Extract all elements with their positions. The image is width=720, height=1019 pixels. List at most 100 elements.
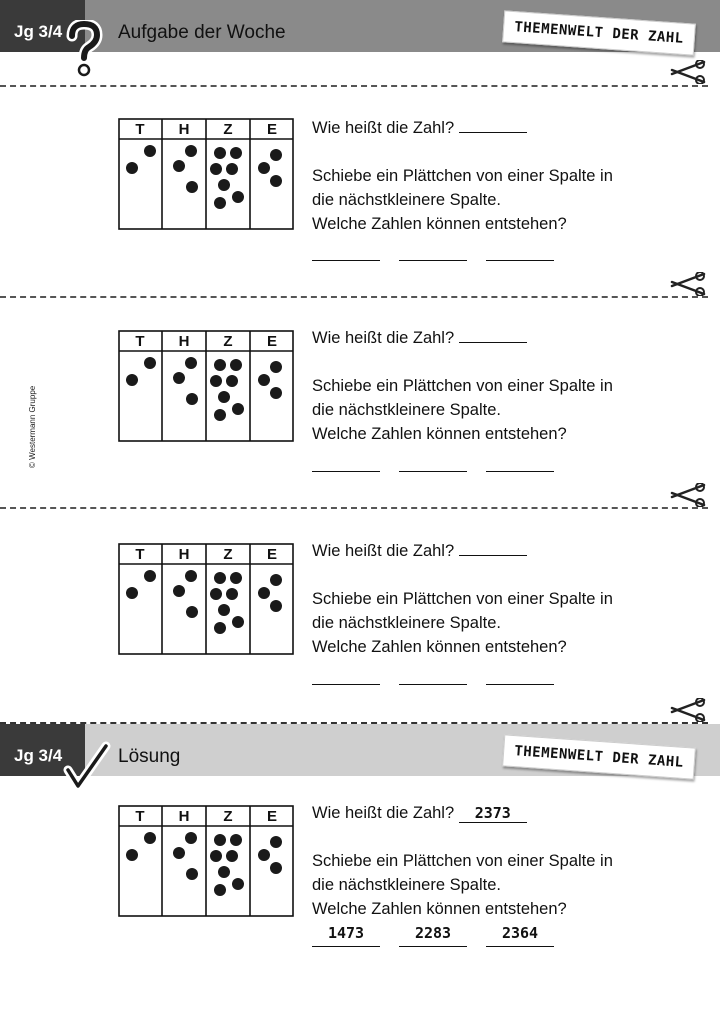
column-header: Z [223, 808, 232, 825]
counter-dot [258, 849, 270, 861]
column-header: H [179, 808, 190, 825]
result-blank[interactable] [312, 236, 380, 261]
counter-dot [270, 361, 282, 373]
counter-dot [232, 616, 244, 628]
counter-dot [214, 409, 226, 421]
question-mark-icon [66, 20, 103, 77]
counter-dot [226, 163, 238, 175]
answer-blank[interactable] [458, 328, 527, 343]
instruction-line: Schiebe ein Plättchen von einer Spalte i… [312, 167, 613, 185]
column-header: E [267, 121, 277, 138]
column-header: Z [223, 546, 232, 563]
instruction-line: die nächstkleinere Spalte. [312, 614, 501, 632]
counter-dot [144, 357, 156, 369]
counter-dot [186, 393, 198, 405]
result-blanks [312, 660, 572, 686]
counter-dot [270, 600, 282, 612]
result-blank[interactable] [486, 660, 554, 685]
instruction-line: Schiebe ein Plättchen von einer Spalte i… [312, 590, 613, 608]
column-header: T [135, 121, 144, 138]
solution-title: Lösung [118, 746, 181, 767]
scissors-icon [670, 698, 706, 722]
instruction-line: die nächstkleinere Spalte. [312, 876, 501, 894]
column-header: E [267, 333, 277, 350]
result-answer: 1473 [312, 922, 380, 947]
counter-dot [270, 574, 282, 586]
column-header: H [179, 333, 190, 350]
counter-dot [218, 391, 230, 403]
task-text: Wie heißt die Zahl? Schiebe ein Plättche… [312, 326, 613, 446]
cut-line [0, 296, 708, 298]
answer-blank[interactable] [458, 118, 527, 133]
counter-dot [232, 878, 244, 890]
counter-dot [258, 587, 270, 599]
counter-dot [126, 849, 138, 861]
result-blanks [312, 236, 572, 262]
column-header: T [135, 333, 144, 350]
counter-dot [144, 145, 156, 157]
instruction-line: Schiebe ein Plättchen von einer Spalte i… [312, 852, 613, 870]
grade-label: Jg 3/4 [14, 22, 63, 41]
counter-dot [214, 197, 226, 209]
counter-dot [258, 374, 270, 386]
instruction-line: Welche Zahlen können entstehen? [312, 638, 567, 656]
task-text: Wie heißt die Zahl? 2373 Schiebe ein Plä… [312, 801, 613, 921]
task-header: Jg 3/4 Aufgabe der Woche [0, 0, 720, 52]
copyright: © Westermann Gruppe [28, 385, 37, 468]
column-header: Z [223, 121, 232, 138]
result-blank[interactable] [399, 447, 467, 472]
column-header: T [135, 808, 144, 825]
counter-dot [214, 884, 226, 896]
column-header: E [267, 546, 277, 563]
scissors-icon [670, 60, 706, 84]
counter-dot [214, 147, 226, 159]
counter-dot [185, 570, 197, 582]
column-header: E [267, 808, 277, 825]
counter-dot [270, 149, 282, 161]
counter-dot [173, 585, 185, 597]
counter-dot [144, 832, 156, 844]
cut-line [0, 507, 708, 509]
scissors-icon [670, 483, 706, 507]
counter-dot [173, 847, 185, 859]
counter-dot [226, 588, 238, 600]
page-title: Aufgabe der Woche [118, 22, 286, 43]
answer-blank[interactable] [458, 541, 527, 556]
instruction-line: Welche Zahlen können entstehen? [312, 215, 567, 233]
counter-dot [186, 606, 198, 618]
question-label: Wie heißt die Zahl? [312, 329, 455, 347]
counter-dot [210, 375, 222, 387]
counter-dot [218, 604, 230, 616]
counter-dot [214, 572, 226, 584]
question-label: Wie heißt die Zahl? [312, 119, 455, 137]
task-text: Wie heißt die Zahl? Schiebe ein Plättche… [312, 116, 613, 236]
counter-dot [230, 147, 242, 159]
result-blank[interactable] [312, 447, 380, 472]
result-blank[interactable] [486, 447, 554, 472]
result-blank[interactable] [399, 236, 467, 261]
solution-answer: 2373 [458, 804, 527, 823]
result-blanks [312, 447, 572, 473]
counter-dot [226, 850, 238, 862]
check-mark-icon [63, 741, 111, 791]
counter-dot [173, 372, 185, 384]
counter-dot [144, 570, 156, 582]
counter-dot [258, 162, 270, 174]
counter-dot [214, 622, 226, 634]
counter-dot [210, 588, 222, 600]
result-blank[interactable] [312, 660, 380, 685]
counter-dot [214, 359, 226, 371]
column-header: H [179, 546, 190, 563]
question-label: Wie heißt die Zahl? [312, 804, 455, 822]
instruction-line: die nächstkleinere Spalte. [312, 191, 501, 209]
counter-dot [218, 179, 230, 191]
instruction-line: Welche Zahlen können entstehen? [312, 425, 567, 443]
column-header: H [179, 121, 190, 138]
counter-dot [214, 834, 226, 846]
result-blank[interactable] [399, 660, 467, 685]
cut-line [0, 722, 708, 724]
result-blank[interactable] [486, 236, 554, 261]
